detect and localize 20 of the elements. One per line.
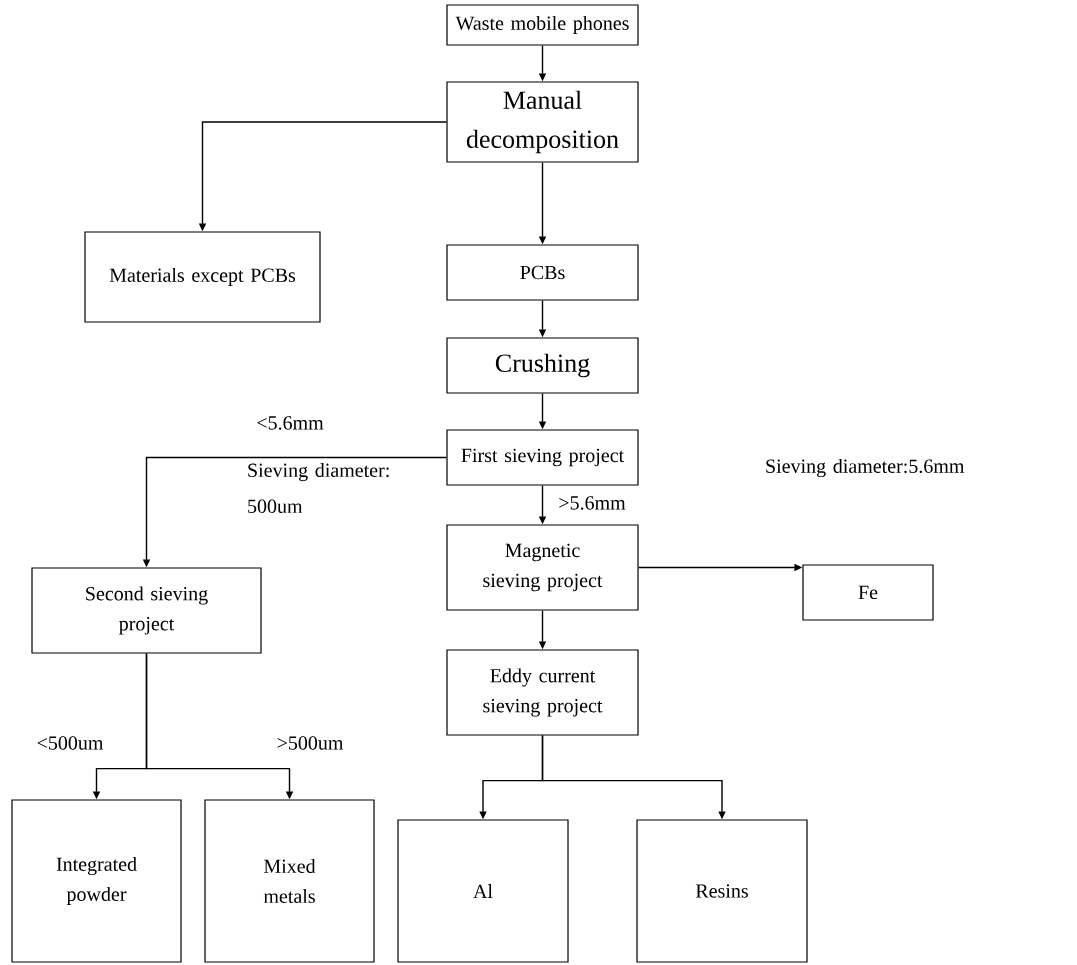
- output-box: Materials except PCBs: [84, 231, 321, 323]
- output-box: Integrated powder: [11, 799, 182, 963]
- output-box: Mixed metals: [204, 799, 375, 963]
- process-box: Magnetic sieving project: [446, 524, 639, 611]
- process-box: PCBs: [446, 244, 639, 301]
- edge-label: >5.6mm: [557, 495, 627, 511]
- process-box: Second sieving project: [31, 567, 262, 654]
- output-box: Resins: [636, 819, 808, 963]
- process-box: Crushing: [446, 337, 639, 394]
- process-box: Manual decomposition: [446, 81, 639, 163]
- output-box: Al: [397, 819, 569, 963]
- edge-label: <500um: [35, 735, 105, 751]
- edge-label: >500um: [275, 735, 345, 751]
- note-label: Sieving diameter: 500um: [248, 462, 389, 513]
- edge-label: <5.6mm: [255, 415, 325, 431]
- process-box: Eddy current sieving project: [446, 649, 639, 736]
- output-box: Fe: [802, 564, 934, 621]
- process-box: Waste mobile phones: [446, 4, 639, 46]
- process-box: First sieving project: [446, 429, 639, 486]
- note-label: Sieving diameter:5.6mm: [766, 458, 965, 478]
